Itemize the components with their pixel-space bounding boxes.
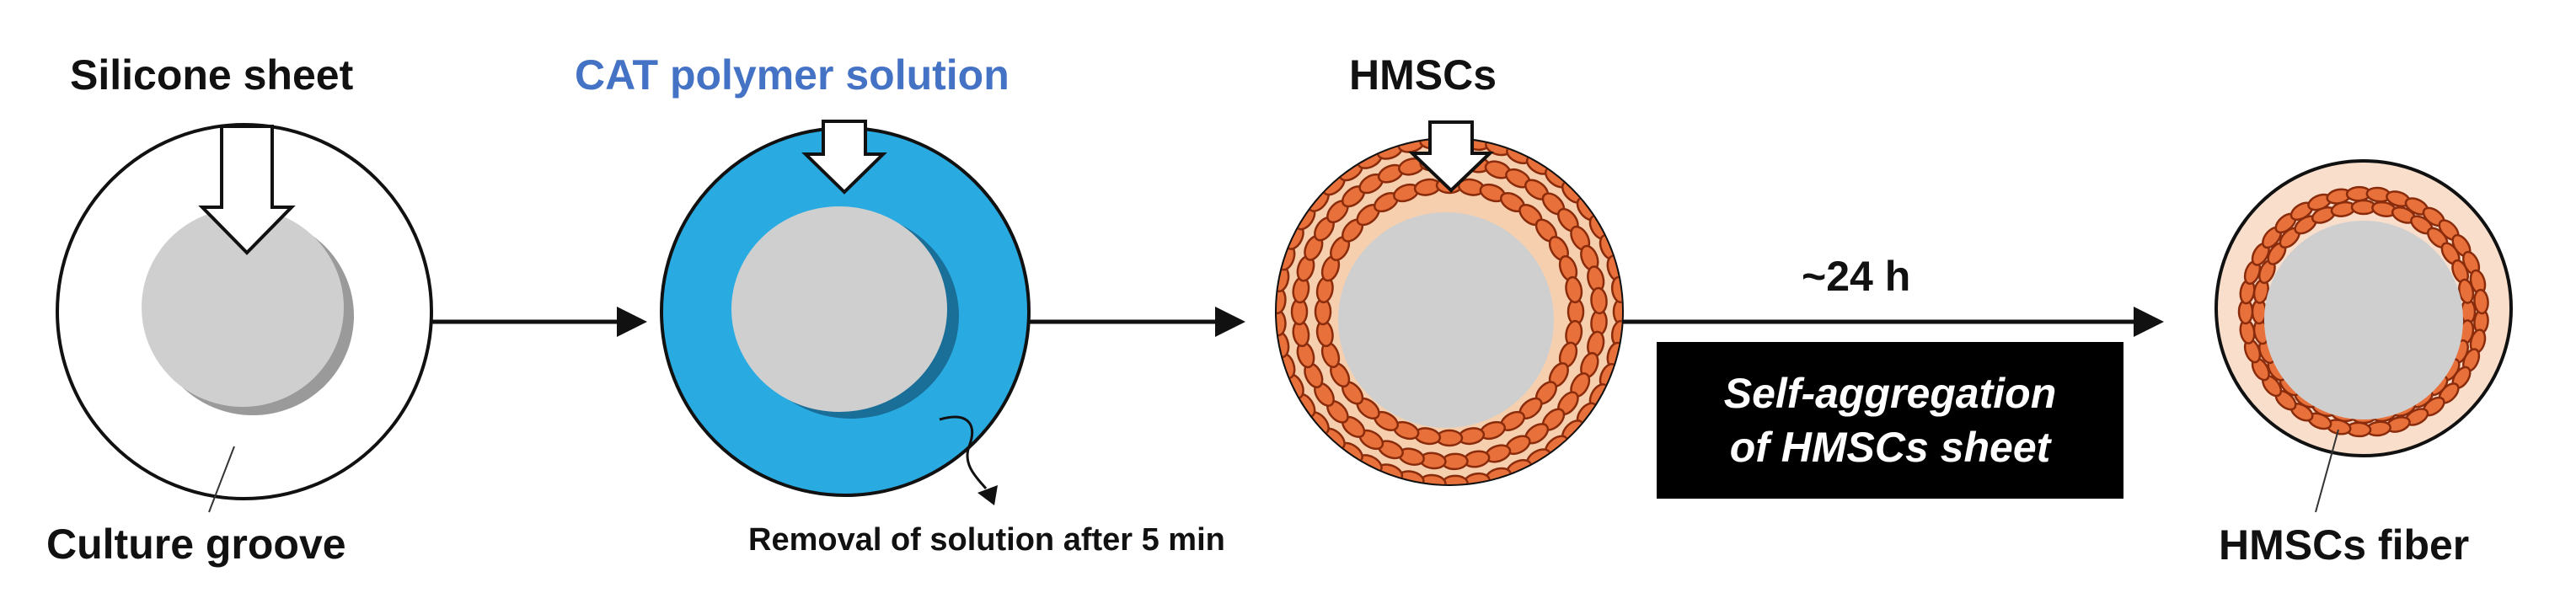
curved-arrow-head	[977, 485, 998, 505]
silicone-sheet-3	[1338, 212, 1554, 428]
time-label: ~24 h	[1802, 253, 1911, 300]
silicone-sheet	[142, 208, 344, 407]
culture-groove-label: Culture groove	[46, 521, 346, 568]
down-arrow-icon	[801, 120, 887, 195]
self-aggregation-line1: Self-aggregation	[1723, 370, 2057, 417]
down-arrow-icon	[198, 125, 296, 255]
hmscs-fiber-leader	[2315, 429, 2339, 513]
right-arrow-icon	[431, 307, 647, 337]
hmscs-cell	[1610, 275, 1622, 304]
self-aggregation-line2: of HMSCs sheet	[1729, 424, 2051, 471]
culture-groove-leader	[208, 446, 235, 513]
cat-polymer-solution-label: CAT polymer solution	[575, 51, 1010, 99]
right-arrow-icon	[1030, 307, 1245, 337]
step2-polymer-coating	[660, 120, 1031, 505]
silicone-sheet-label: Silicone sheet	[70, 51, 354, 99]
hmscs-fiber-label: HMSCs fiber	[2219, 521, 2470, 569]
step1-culture-groove	[56, 123, 433, 513]
step4-hmscs-fiber	[2215, 159, 2513, 513]
silicone-sheet-4	[2264, 221, 2463, 419]
step3-hmscs-seeding	[1275, 120, 1624, 486]
hmscs-label: HMSCs	[1349, 51, 1497, 99]
hmscs-cell	[1590, 286, 1608, 315]
right-arrow-icon	[1622, 307, 2164, 337]
curved-arrow-icon	[939, 415, 988, 489]
fiber-cell	[2458, 278, 2475, 304]
hmscs-cell	[1565, 275, 1583, 304]
removal-note-label: Removal of solution after 5 min	[748, 522, 1225, 558]
silicone-sheet-2	[731, 206, 947, 412]
self-aggregation-box: Self-aggregation of HMSCs sheet	[1657, 342, 2123, 499]
fiber-cell	[2473, 288, 2489, 315]
down-arrow-icon	[1408, 120, 1494, 193]
